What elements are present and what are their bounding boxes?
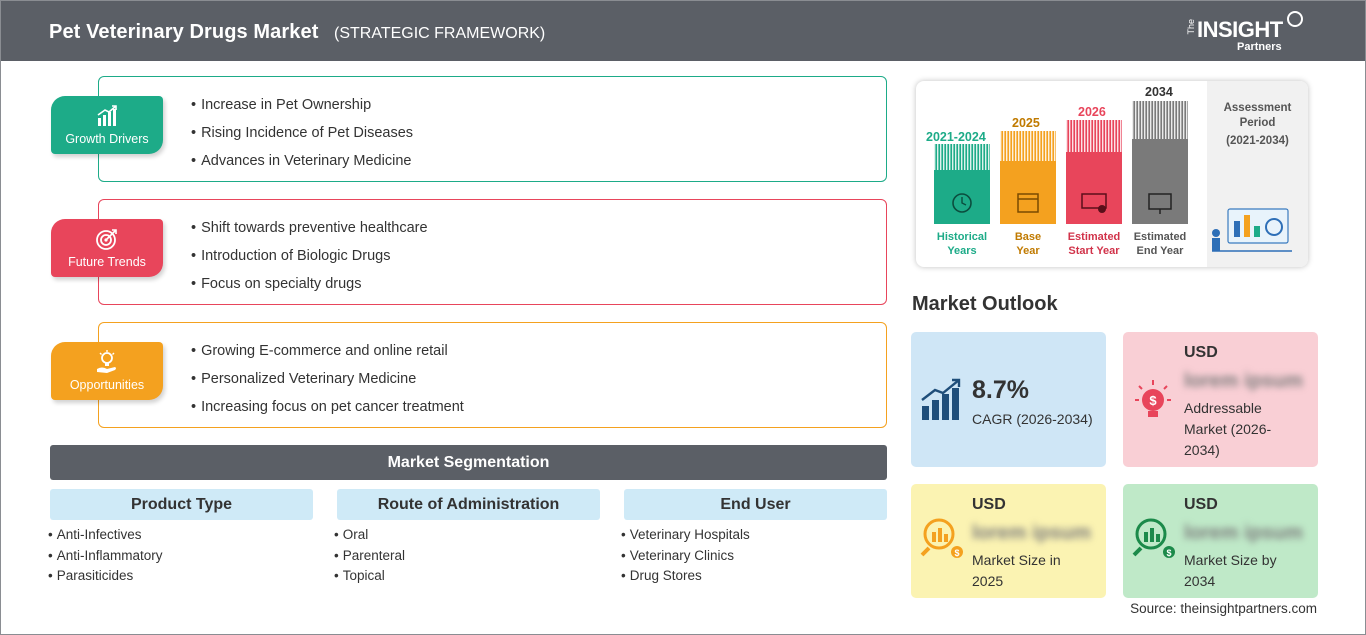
list-item: Personalized Veterinary Medicine bbox=[191, 369, 464, 397]
future-trends-box: Shift towards preventive healthcare Intr… bbox=[98, 199, 887, 305]
list-item: Shift towards preventive healthcare bbox=[191, 218, 428, 246]
size2034-usd: USD bbox=[1184, 496, 1218, 513]
assessment-period-text: Assessment Period (2021-2034) bbox=[1223, 102, 1292, 147]
growth-drivers-box: Increase in Pet Ownership Rising Inciden… bbox=[98, 76, 887, 182]
future-trends-tag: Future Trends bbox=[51, 219, 163, 277]
addressable-usd: USD bbox=[1184, 344, 1218, 361]
addressable-market-card: $ USD lorem ipsum Addressable Market (20… bbox=[1123, 332, 1318, 467]
growth-drivers-list: Increase in Pet Ownership Rising Inciden… bbox=[191, 95, 413, 179]
list-item: Increasing focus on pet cancer treatment bbox=[191, 397, 464, 425]
magnifier-chart-icon: $ bbox=[1132, 518, 1175, 558]
growth-drivers-tag: Growth Drivers bbox=[51, 96, 163, 154]
size2025-usd: USD bbox=[972, 496, 1006, 513]
bulb-dollar-icon: $ bbox=[1135, 380, 1171, 417]
size2034-value-blurred: lorem ipsum bbox=[1184, 522, 1303, 544]
size2025-label: Market Size in 2025 bbox=[972, 552, 1061, 589]
growth-chart-icon bbox=[97, 105, 117, 126]
segment-list-end-user: Veterinary Hospitals Veterinary Clinics … bbox=[621, 525, 750, 587]
list-item: Parenteral bbox=[334, 546, 405, 567]
market-size-2034-card: $ USD lorem ipsum Market Size by 2034 bbox=[1123, 484, 1318, 598]
calendar-icon bbox=[1017, 193, 1039, 213]
list-item: Growing E-commerce and online retail bbox=[191, 341, 464, 369]
segment-heading-end-user: End User bbox=[624, 489, 887, 520]
svg-text:$: $ bbox=[1166, 548, 1171, 558]
segment-heading-route: Route of Administration bbox=[337, 489, 600, 520]
opportunities-box: Growing E-commerce and online retail Per… bbox=[98, 322, 887, 428]
cagr-label: CAGR (2026-2034) bbox=[972, 411, 1093, 427]
segment-list-product-type: Anti-Infectives Anti-Inflammatory Parasi… bbox=[48, 525, 163, 587]
list-item: Drug Stores bbox=[621, 566, 750, 587]
magnifier-chart-icon: $ bbox=[920, 518, 963, 558]
segment-heading-product-type: Product Type bbox=[50, 489, 313, 520]
list-item: Introduction of Biologic Drugs bbox=[191, 246, 428, 274]
segment-list-route: Oral Parenteral Topical bbox=[334, 525, 405, 587]
cagr-card: 8.7% CAGR (2026-2034) bbox=[911, 332, 1106, 467]
opportunities-tag: Opportunities bbox=[51, 342, 163, 400]
market-outlook-title: Market Outlook bbox=[912, 293, 1058, 315]
list-item: Parasiticides bbox=[48, 566, 163, 587]
list-item: Focus on specialty drugs bbox=[191, 274, 428, 302]
bar-historical bbox=[934, 144, 990, 224]
svg-text:$: $ bbox=[954, 548, 959, 558]
header-bar: Pet Veterinary Drugs Market (STRATEGIC F… bbox=[1, 1, 1365, 61]
lightbulb-hand-icon bbox=[97, 350, 116, 373]
size2025-value-blurred: lorem ipsum bbox=[972, 522, 1091, 544]
source-credit: Source: theinsightpartners.com bbox=[1130, 601, 1317, 616]
market-segmentation-header: Market Segmentation bbox=[50, 445, 887, 480]
year-label-historical: 2021-2024 bbox=[926, 130, 986, 144]
list-item: Anti-Infectives bbox=[48, 525, 163, 546]
year-label-base: 2025 bbox=[1012, 116, 1040, 130]
bar-base bbox=[1000, 131, 1056, 224]
list-item: Topical bbox=[334, 566, 405, 587]
cagr-value: 8.7% bbox=[972, 376, 1029, 404]
opportunities-list: Growing E-commerce and online retail Per… bbox=[191, 341, 464, 425]
addressable-value-blurred: lorem ipsum bbox=[1184, 370, 1303, 392]
bar-start bbox=[1066, 120, 1122, 224]
page-subtitle: (STRATEGIC FRAMEWORK) bbox=[334, 25, 546, 42]
year-label-end: 2034 bbox=[1145, 85, 1173, 99]
addressable-label: Addressable Market (2026-2034) bbox=[1184, 400, 1272, 458]
bar-end bbox=[1132, 101, 1188, 224]
timeline-graphic bbox=[934, 101, 1292, 252]
size2034-label: Market Size by 2034 bbox=[1184, 552, 1277, 589]
history-clock-icon bbox=[952, 193, 972, 213]
list-item: Rising Incidence of Pet Diseases bbox=[191, 123, 413, 151]
list-item: Veterinary Hospitals bbox=[621, 525, 750, 546]
svg-text:$: $ bbox=[1149, 393, 1157, 408]
list-item: Increase in Pet Ownership bbox=[191, 95, 413, 123]
insight-partners-logo: The INSIGHT Partners bbox=[1186, 11, 1307, 55]
opportunities-label: Opportunities bbox=[69, 378, 145, 392]
year-label-start: 2026 bbox=[1078, 105, 1106, 119]
market-size-2025-card: $ USD lorem ipsum Market Size in 2025 bbox=[911, 484, 1106, 598]
growth-drivers-label: Growth Drivers bbox=[65, 132, 149, 146]
future-trends-label: Future Trends bbox=[68, 255, 146, 269]
growth-bars-icon bbox=[921, 378, 961, 420]
analytics-illustration-icon bbox=[1212, 208, 1292, 252]
presentation-icon bbox=[1081, 193, 1107, 209]
list-item: Veterinary Clinics bbox=[621, 546, 750, 567]
page-title: Pet Veterinary Drugs Market bbox=[49, 21, 319, 43]
list-item: Oral bbox=[334, 525, 405, 546]
future-trends-list: Shift towards preventive healthcare Intr… bbox=[191, 218, 428, 302]
list-item: Advances in Veterinary Medicine bbox=[191, 151, 413, 179]
list-item: Anti-Inflammatory bbox=[48, 546, 163, 567]
target-icon bbox=[96, 229, 117, 250]
